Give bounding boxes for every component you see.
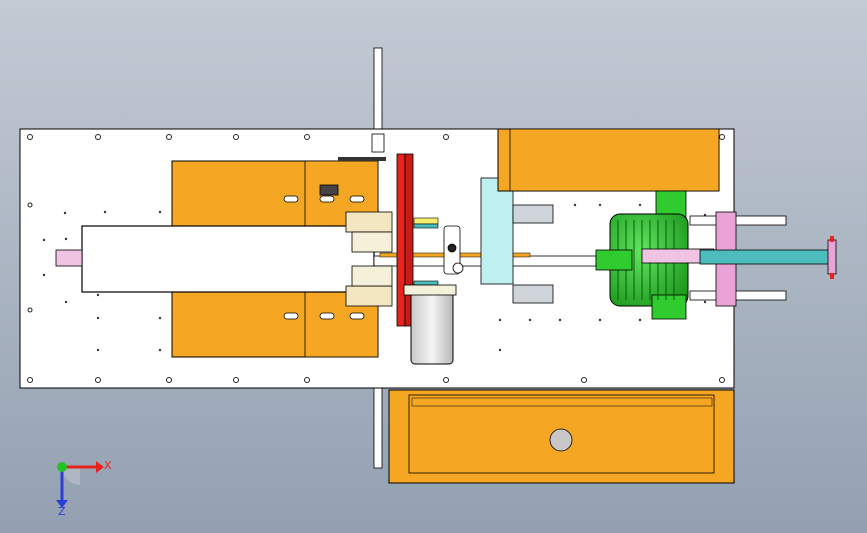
y-axis-dot	[57, 462, 67, 472]
output-shaft-teal	[699, 249, 833, 265]
z-axis-arrowhead	[56, 500, 68, 508]
shaft-end-nut-lower	[830, 273, 834, 279]
access-hole	[549, 428, 573, 452]
motor-flange	[403, 284, 457, 296]
red-frame-left	[396, 153, 406, 327]
orange-block-slots	[283, 195, 365, 320]
x-axis-arrowhead	[96, 461, 104, 473]
rollers	[345, 211, 393, 307]
small-gear	[319, 184, 339, 196]
small-holes	[42, 203, 707, 352]
top-right-orange-panel	[509, 128, 720, 192]
grey-block-lower	[512, 284, 554, 304]
coordinate-triad: X Z	[56, 459, 112, 518]
red-frame-right	[404, 153, 414, 327]
mounting-holes	[27, 134, 725, 383]
motor-cylinder	[410, 291, 454, 365]
feed-channel	[81, 225, 375, 293]
bottom-box-handle	[411, 397, 713, 407]
x-axis-label: X	[104, 459, 112, 472]
shaft-end-nut	[830, 236, 834, 242]
grey-block-upper	[512, 204, 554, 224]
top-bracket	[371, 133, 385, 153]
right-guide-bar-upper	[689, 215, 787, 226]
input-stub	[55, 249, 83, 267]
cyan-plate	[480, 177, 514, 285]
link-arm	[443, 225, 464, 275]
shaft-end-cap	[827, 239, 837, 275]
z-axis-label: Z	[58, 505, 66, 518]
upper-gear-rack	[338, 157, 386, 161]
right-guide-bar-lower	[689, 290, 787, 301]
